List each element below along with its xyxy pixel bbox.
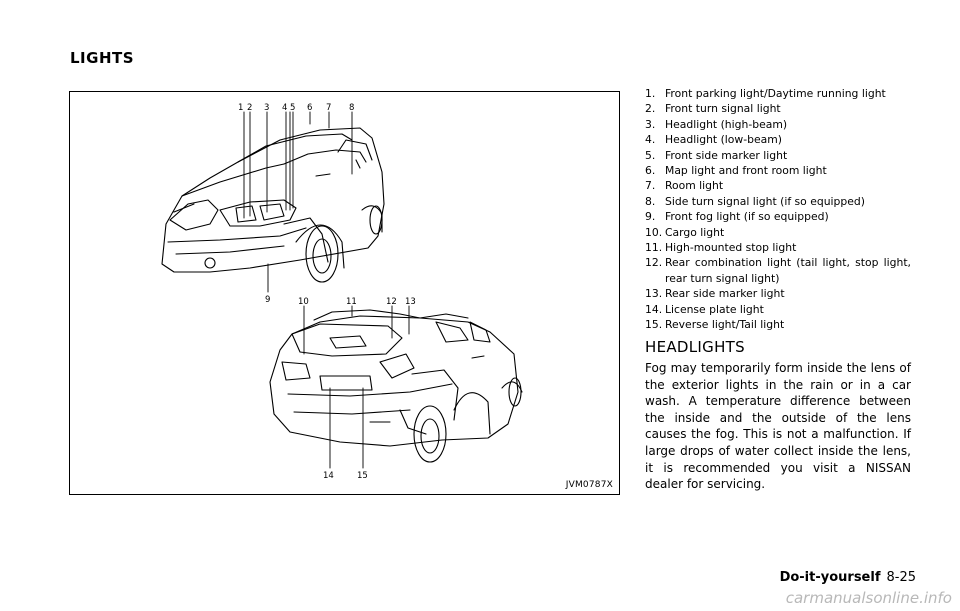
list-item-text: Rear side marker light <box>665 287 785 301</box>
list-item: 14.License plate light <box>645 302 911 317</box>
footer-section-name: Do-it-yourself <box>779 570 881 585</box>
watermark-text: carmanualsonline.info <box>785 589 952 607</box>
list-item-text: Cargo light <box>665 225 725 239</box>
callout-10: 10 <box>298 297 309 307</box>
list-item-number: 7. <box>645 179 656 193</box>
list-item-number: 2. <box>645 102 656 116</box>
lights-list: 1. Front parking light/Daytime running li… <box>645 86 911 333</box>
list-item-text: Reverse light/Tail light <box>665 318 785 332</box>
list-item: 13.Rear side marker light <box>645 286 911 301</box>
list-item-text: License plate light <box>665 302 764 316</box>
list-item: 6. Map light and front room light <box>645 163 911 178</box>
list-item: 2. Front turn signal light <box>645 101 911 116</box>
list-item-number: 1. <box>645 87 656 100</box>
callout-labels: 1 2 3 4 5 6 7 8 9 10 11 12 13 14 15 <box>238 103 416 481</box>
vehicle-drawing: 1 2 3 4 5 6 7 8 9 10 11 12 13 14 15 <box>161 103 523 481</box>
list-item-number: 10. <box>645 225 663 239</box>
page-footer: Do-it-yourself 8-25 <box>780 570 916 585</box>
figure-code: JVM0787X <box>565 480 613 490</box>
list-item: 11.High-mounted stop light <box>645 240 911 255</box>
list-item-number: 5. <box>645 148 656 162</box>
list-item-text: Front parking light/Daytime running ligh… <box>665 87 886 100</box>
callout-13: 13 <box>405 297 416 307</box>
list-item: 9. Front fog light (if so equipped) <box>645 209 911 224</box>
list-item-number: 11. <box>645 241 663 255</box>
lights-illustration: 1 2 3 4 5 6 7 8 9 10 11 12 13 14 15 JVM0… <box>69 91 620 495</box>
section-title: LIGHTS <box>70 49 135 67</box>
list-item: 4. Headlight (low-beam) <box>645 132 911 147</box>
list-item: 7. Room light <box>645 178 911 193</box>
callout-1: 1 <box>238 103 243 113</box>
list-item-number: 14. <box>645 302 663 316</box>
list-item-text: Headlight (low-beam) <box>665 133 782 147</box>
list-item-text: Front side marker light <box>665 148 788 162</box>
list-item-text: Map light and front room light <box>665 164 827 178</box>
list-item-text: High-mounted stop light <box>665 241 797 255</box>
list-item-text: Rear combination light (tail light, stop… <box>665 256 911 285</box>
callout-3: 3 <box>264 103 269 113</box>
headlights-paragraph: Fog may temporarily form inside the lens… <box>645 361 911 492</box>
callout-11: 11 <box>346 297 357 307</box>
list-item-number: 12. <box>645 256 663 270</box>
list-item-number: 8. <box>645 194 656 208</box>
headlights-heading: HEADLIGHTS <box>645 338 745 356</box>
list-item-number: 4. <box>645 133 656 147</box>
callout-4: 4 <box>282 103 287 113</box>
front-vehicle-drawing <box>161 127 385 283</box>
callout-8: 8 <box>349 103 354 113</box>
callout-leaders <box>243 111 410 469</box>
list-item-number: 13. <box>645 287 663 301</box>
callout-6: 6 <box>307 103 312 113</box>
list-item-number: 9. <box>645 210 656 224</box>
list-item-text: Side turn signal light (if so equipped) <box>665 194 865 208</box>
callout-7: 7 <box>326 103 331 113</box>
list-item-text: Room light <box>665 179 724 193</box>
callout-12: 12 <box>386 297 397 307</box>
callout-15: 15 <box>357 471 368 481</box>
list-item: 15.Reverse light/Tail light <box>645 317 911 332</box>
list-item-text: Front fog light (if so equipped) <box>665 210 829 224</box>
list-item-text: Headlight (high-beam) <box>665 117 788 131</box>
list-item: 10.Cargo light <box>645 225 911 240</box>
list-item-text: Front turn signal light <box>665 102 781 116</box>
list-item: 8. Side turn signal light (if so equipped… <box>645 194 911 209</box>
list-item: 5. Front side marker light <box>645 148 911 163</box>
list-item: 12.Rear combination light (tail light, s… <box>645 255 911 286</box>
callout-5: 5 <box>290 103 295 113</box>
list-item-number: 15. <box>645 318 663 332</box>
rear-vehicle-drawing <box>269 309 523 463</box>
list-item-number: 6. <box>645 164 656 178</box>
list-item: 3. Headlight (high-beam) <box>645 117 911 132</box>
callout-9: 9 <box>265 295 270 305</box>
list-item-number: 3. <box>645 117 656 131</box>
list-item: 1. Front parking light/Daytime running li… <box>645 86 911 101</box>
callout-14: 14 <box>323 471 334 481</box>
callout-2: 2 <box>247 103 252 113</box>
page-number: 8-25 <box>886 570 916 585</box>
